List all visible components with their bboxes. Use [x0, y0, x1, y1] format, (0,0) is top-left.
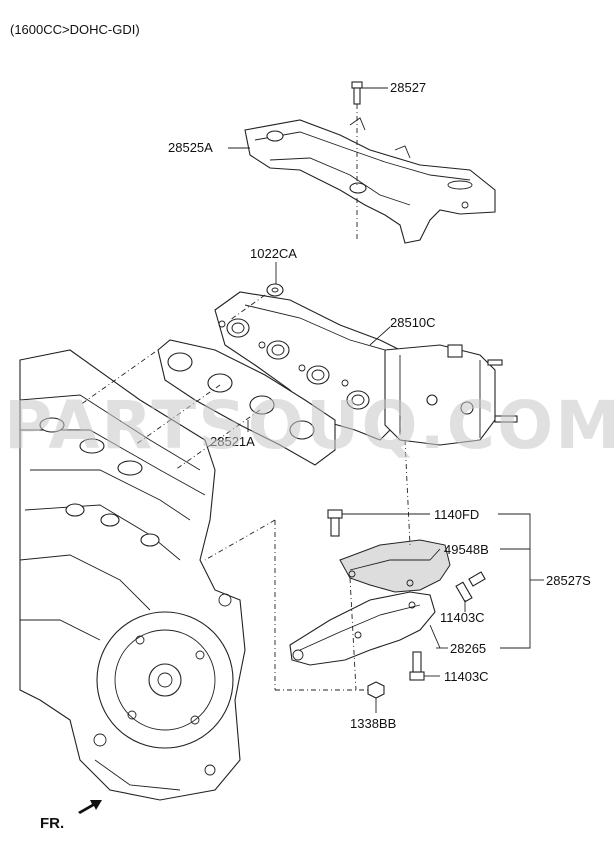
- arrow-icon: [78, 800, 102, 814]
- label-11403C-lower: 11403C: [444, 669, 489, 684]
- heat-protector: [244, 117, 496, 244]
- label-28527S: 28527S: [546, 573, 591, 588]
- front-direction-label: FR.: [40, 815, 64, 832]
- label-28527: 28527: [390, 80, 426, 95]
- label-49548B: 49548B: [444, 542, 489, 557]
- front-direction: FR.: [40, 800, 102, 832]
- watermark: PARTSOUQ.COM: [4, 387, 614, 464]
- diagram-title: (1600CC>DOHC-GDI): [10, 22, 140, 37]
- label-28265: 28265: [450, 641, 486, 656]
- engine-block: [19, 349, 246, 801]
- label-28510C: 28510C: [390, 315, 436, 330]
- label-11403C-upper: 11403C: [440, 610, 485, 625]
- bolt-28527: [351, 81, 388, 105]
- assembly-lines: [79, 104, 411, 691]
- label-1022CA: 1022CA: [250, 246, 297, 261]
- exhaust-manifold: [214, 291, 518, 446]
- label-28525A: 28525A: [168, 140, 213, 155]
- label-28521A: 28521A: [210, 434, 255, 449]
- label-1338BB: 1338BB: [350, 716, 396, 731]
- manifold-gasket: [157, 339, 336, 466]
- nut-1022CA: [266, 262, 284, 297]
- label-1140FD: 1140FD: [434, 507, 479, 522]
- part-labels: 28527 28525A 1022CA 28510C 28521A 1140FD…: [168, 80, 591, 731]
- bracket-assembly: [289, 509, 544, 713]
